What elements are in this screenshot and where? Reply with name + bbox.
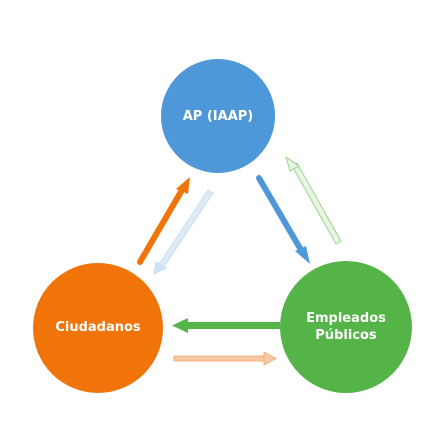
arrow-ciudadanos-to-ap [137,177,190,265]
arrow-ap-to-ciudadanos [153,189,214,275]
arrow-empleados-to-ciudadanos [172,318,280,333]
node-empleados-label-line2: Públicos [315,328,377,343]
node-ciudadanos-label: Ciudadanos [55,320,141,335]
arrow-ciudadanos-to-empleados [173,351,277,366]
node-ap-circle [161,59,275,173]
node-empleados-label-line1: Empleados [306,311,386,326]
node-ap-label: AP (IAAP) [182,109,254,124]
arrow-empleados-to-ap [285,156,342,245]
node-ciudadanos-circle [33,263,163,393]
node-empleados-circle [280,261,412,393]
arrow-ap-to-empleados [256,175,310,264]
node-empleados-label: Empleados Públicos [296,310,396,344]
